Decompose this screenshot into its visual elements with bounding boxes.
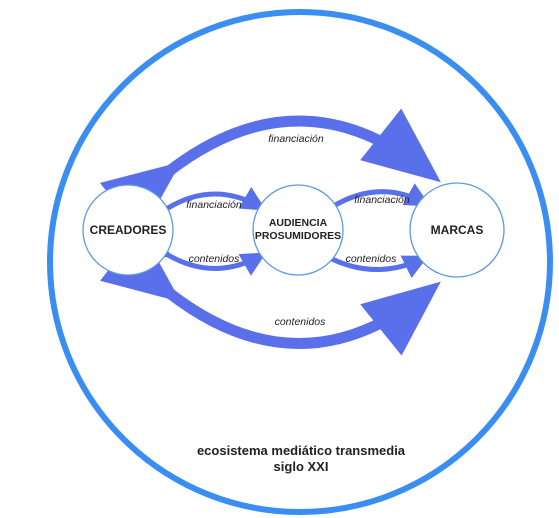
label-right-bottom-contenidos: contenidos <box>346 253 398 265</box>
node-audiencia <box>252 184 344 276</box>
label-left-bottom-contenidos: contenidos <box>189 253 241 265</box>
arrow-left-bottom-contenidos <box>144 234 267 276</box>
node-marcas-label: MARCAS <box>431 223 484 237</box>
arrow-left-top-financiacion <box>144 187 267 229</box>
label-top-financiacion: financiación <box>268 133 324 145</box>
caption-line2: siglo XXI <box>274 459 329 474</box>
arrow-top-financiacion <box>99 108 441 236</box>
node-audiencia-label-line2: PROSUMIDORES <box>255 230 341 242</box>
arrow-bottom-contenidos <box>99 228 441 356</box>
label-left-top-financiacion: financiación <box>186 199 242 211</box>
label-right-top-financiacion: financiación <box>354 194 410 206</box>
node-marcas <box>409 182 505 278</box>
arrow-right-bottom-contenidos <box>302 235 429 279</box>
arrow-right-top-financiacion <box>308 183 431 229</box>
node-creadores <box>82 184 174 276</box>
ecosystem-outer-ring <box>47 9 553 515</box>
caption-line1: ecosistema mediático transmedia <box>197 443 406 458</box>
node-audiencia-label-line1: AUDIENCIA <box>269 217 328 229</box>
label-bottom-contenidos: contenidos <box>275 316 327 328</box>
node-creadores-label: CREADORES <box>90 223 167 237</box>
